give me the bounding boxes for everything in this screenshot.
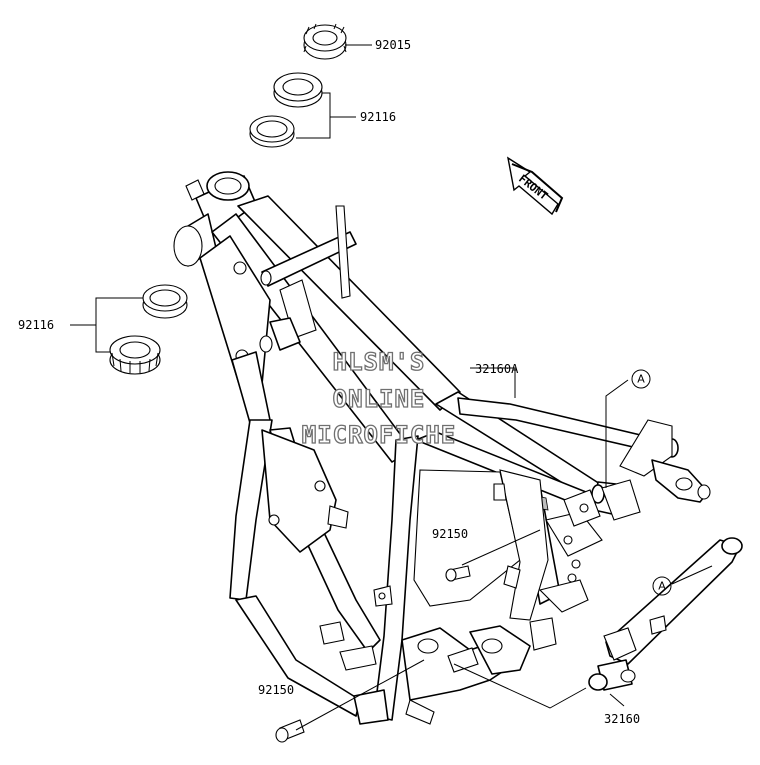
watermark-line1: HLSM'S: [333, 348, 426, 376]
steering-stem-nut-part: [303, 23, 347, 60]
label-32160: 32160: [604, 712, 640, 726]
watermark: HLSM'S ONLINE MICROFICHE: [301, 347, 457, 449]
lower-bearing-part: [109, 335, 161, 375]
front-arrow-icon: FRONT: [507, 156, 564, 216]
svg-text:A: A: [637, 373, 645, 386]
watermark-line3: MICROFICHE: [302, 421, 457, 449]
callout-a-frame: A: [631, 369, 651, 389]
label-92150-upper: 92150: [432, 527, 468, 541]
main-frame-part: [173, 171, 711, 725]
bolt-upper-part: [445, 565, 471, 582]
label-92116-lower: 92116: [18, 318, 54, 332]
lower-race-part: [142, 284, 188, 319]
label-92150-lower: 92150: [258, 683, 294, 697]
leader-lines: [70, 44, 713, 731]
label-92015: 92015: [375, 38, 411, 52]
upper-bearing-part: [273, 72, 323, 108]
bolt-lower-part: [275, 719, 305, 743]
label-92116-upper: 92116: [360, 110, 396, 124]
callout-a-subframe: A: [652, 576, 672, 596]
svg-text:A: A: [658, 580, 666, 593]
label-32160a: 32160A: [475, 362, 519, 376]
upper-race-part: [249, 115, 295, 148]
sub-frame-part: [588, 537, 743, 691]
watermark-line2: ONLINE: [333, 385, 426, 413]
